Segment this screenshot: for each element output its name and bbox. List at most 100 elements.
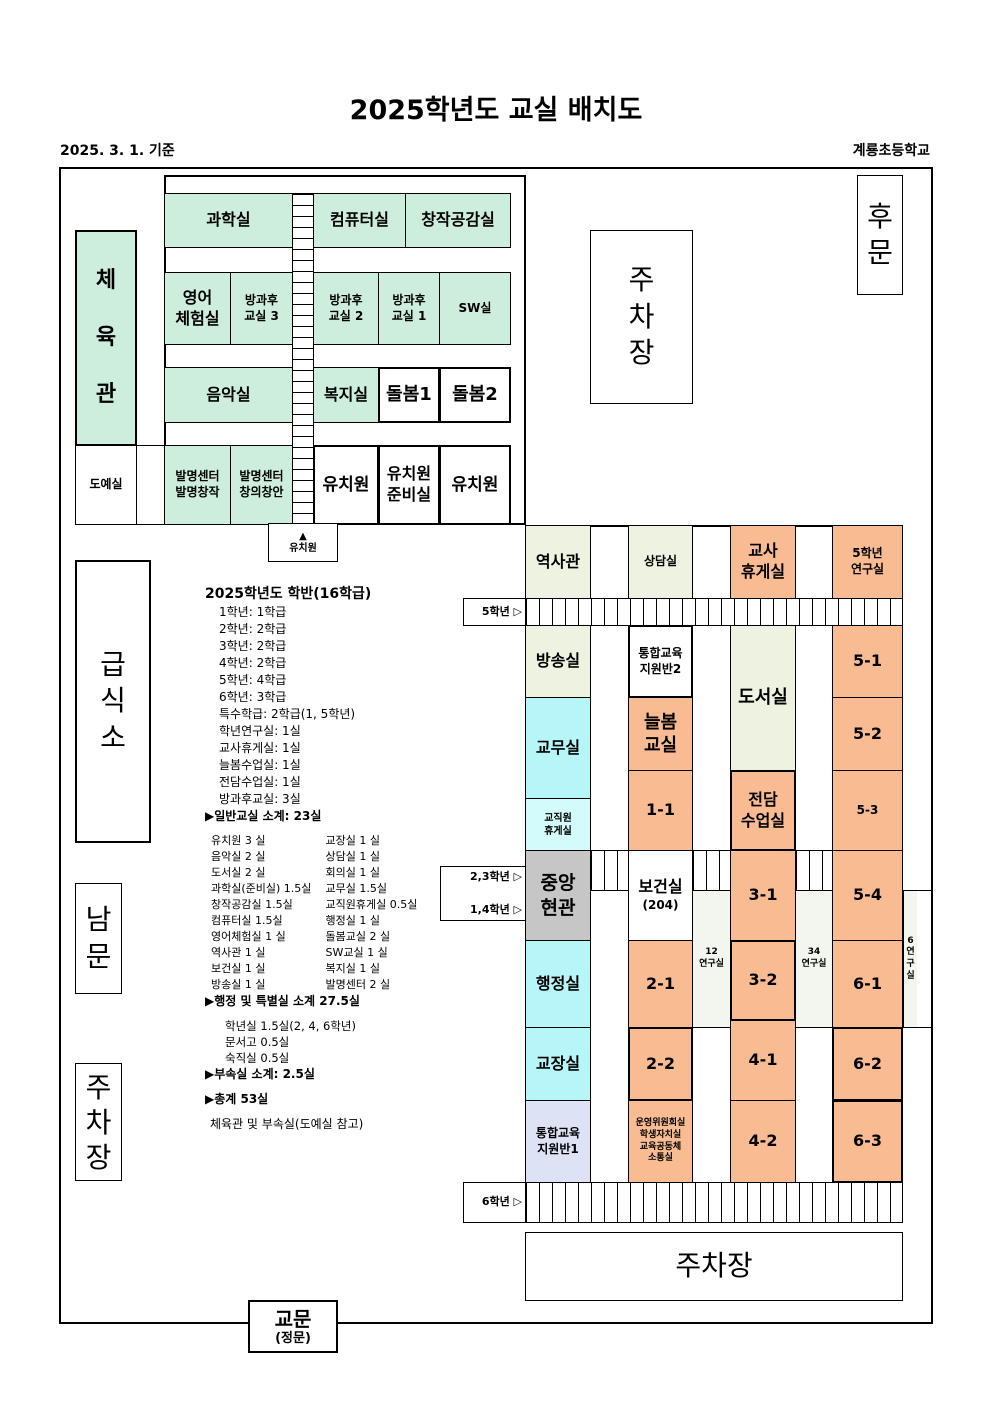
special-room: 유치원 3 실 (211, 834, 266, 847)
class-5-1: 5-1 (832, 625, 903, 698)
general-subtotal: ▶일반교실 소계: 23실 (205, 809, 322, 823)
corridor-north (525, 598, 903, 626)
parking-north: 주 차 장 (590, 230, 693, 404)
reference-date: 2025. 3. 1. 기준 (60, 143, 175, 159)
special-room: 교직원휴게실 0.5실 (325, 898, 418, 911)
room-health-number: (204) (642, 898, 679, 913)
corridor-south (525, 1182, 903, 1223)
class-1-1: 1-1 (628, 770, 693, 851)
entrance-central[interactable]: 2,3학년 ▷ 1,4학년 ▷ (440, 866, 526, 921)
special-room: 발명센터 2 실 (325, 978, 391, 991)
special-room: 복지실 1 실 (325, 962, 380, 975)
class-count: 3학년: 2학급 (219, 639, 287, 653)
special-room: 과학실(준비실) 1.5실 (211, 882, 312, 895)
special-room: 창작공감실 1.5실 (211, 898, 293, 911)
special-subtotal: ▶행정 및 특별실 소계 27.5실 (205, 994, 360, 1008)
room-afterschool-1: 방과후 교실 1 (378, 272, 440, 345)
class-5-2: 5-2 (832, 697, 903, 771)
school-name: 계룡초등학교 (852, 143, 930, 159)
class-6-1: 6-1 (832, 940, 903, 1028)
room-grade12-lab: 12 연구실 (692, 890, 731, 1028)
room-history: 역사관 (525, 525, 591, 599)
room-kindergarten-2: 유치원 (439, 445, 511, 525)
room-health-label: 보건실 (638, 877, 683, 897)
room-music: 음악실 (164, 367, 293, 423)
class-2-1: 2-1 (628, 940, 693, 1028)
special-room: 교장실 1 실 (325, 834, 380, 847)
room-principal: 교장실 (525, 1027, 591, 1101)
class-count: 1학년: 1학급 (219, 605, 287, 619)
entrance-grade6[interactable]: 6학년 ▷ (463, 1182, 526, 1223)
kindergarten-entrance[interactable]: ▲유치원 (268, 523, 338, 562)
special-room: 도서실 2 실 (211, 866, 266, 879)
room-invention-2: 발명센터 창의창안 (230, 445, 293, 525)
special-room: 보건실 1 실 (211, 962, 266, 975)
extra-room: 학년연구실: 1실 (219, 724, 301, 738)
room-care-2: 돌봄2 (439, 367, 511, 423)
room-broadcast: 방송실 (525, 625, 591, 698)
stairs-2 (692, 850, 731, 891)
class-count: 5학년: 4학급 (219, 673, 287, 687)
room-afterschool-3: 방과후 교실 3 (230, 272, 293, 345)
extra-room: 전담수업실: 1실 (219, 775, 301, 789)
room-grade34-lab: 34 연구실 (795, 890, 833, 1028)
class-6-3: 6-3 (832, 1100, 903, 1183)
entrance-grade14: 1,4학년 ▷ (469, 903, 522, 916)
central-lobby[interactable]: 중앙 현관 (525, 850, 591, 941)
special-room: 교무실 1.5실 (325, 882, 387, 895)
stairs (292, 193, 314, 525)
annex-subtotal: ▶부속실 소계: 2.5실 (205, 1067, 315, 1081)
class-count: 6학년: 3학급 (219, 690, 287, 704)
room-specialist: 전담 수업실 (730, 770, 796, 851)
class-count: 4학년: 2학급 (219, 656, 287, 670)
annex-room: 숙직실 0.5실 (225, 1051, 290, 1065)
special-room: 상담실 1 실 (325, 850, 380, 863)
room-support-class-1: 통합교육 지원반1 (525, 1100, 591, 1183)
class-2-2: 2-2 (628, 1027, 693, 1101)
room-counsel: 상담실 (628, 525, 693, 599)
room-gym: 체 육 관 (75, 230, 137, 446)
room-kindergarten-prep: 유치원 준비실 (378, 445, 440, 525)
class-5-4: 5-4 (832, 850, 903, 941)
summary-heading: 2025학년도 학반(16학급) (205, 586, 372, 602)
room-creative: 창작공감실 (405, 193, 511, 248)
south-gate: 남 문 (75, 883, 122, 994)
room-teacher-lounge: 교사 휴게실 (730, 525, 796, 599)
main-gate: 교문(정문) (248, 1300, 338, 1353)
class-5-3: 5-3 (832, 770, 903, 851)
parking-south: 주차장 (525, 1232, 903, 1301)
kindergarten-entrance-label: 유치원 (289, 542, 317, 554)
room-kindergarten-1: 유치원 (313, 445, 379, 525)
room-neulbom: 늘봄 교실 (628, 697, 693, 771)
room-library: 도서실 (730, 625, 796, 771)
extra-room: 특수학급: 2학급(1, 5학년) (219, 707, 356, 721)
campus-boundary (59, 167, 933, 1324)
special-room-column: 교장실 1 실 상담실 1 실 회의실 1 실 교무실 1.5실 교직원휴게실 … (326, 833, 441, 993)
special-room: SW교실 1 실 (325, 946, 388, 959)
room-committee: 운영위원회실 학생자치실 교육공동체 소통실 (628, 1100, 693, 1183)
room-welfare: 복지실 (313, 367, 379, 423)
special-room: 돌봄교실 2 실 (325, 930, 391, 943)
entrance-grade23: 2,3학년 ▷ (469, 870, 522, 883)
stairs-3 (795, 850, 833, 891)
special-room: 행정실 1 실 (325, 914, 380, 927)
annex-strip (902, 890, 933, 1028)
page-title: 2025학년도 교실 배치도 (349, 95, 643, 126)
north-building-outline (164, 175, 526, 525)
room-grade5-lab: 5학년 연구실 (832, 525, 903, 599)
class-4-2: 4-2 (730, 1100, 796, 1183)
annex-room: 학년실 1.5실(2, 4, 6학년) (225, 1019, 356, 1033)
cafeteria: 급 식 소 (75, 560, 151, 843)
class-3-1: 3-1 (730, 850, 796, 941)
class-6-2: 6-2 (832, 1027, 903, 1101)
back-gate: 후 문 (857, 175, 903, 295)
class-count: 2학년: 2학급 (219, 622, 287, 636)
class-3-2: 3-2 (730, 940, 796, 1021)
stairs-1 (590, 850, 629, 891)
special-room: 역사관 1 실 (211, 946, 266, 959)
entrance-grade5[interactable]: 5학년 ▷ (463, 598, 526, 626)
passage (136, 445, 165, 525)
classroom-summary: 2025학년도 학반(16학급) 1학년: 1학급 2학년: 2학급 3학년: … (205, 584, 440, 1133)
annex-list: 학년실 1.5실(2, 4, 6학년) 문서고 0.5실 숙직실 0.5실 (205, 1018, 440, 1066)
